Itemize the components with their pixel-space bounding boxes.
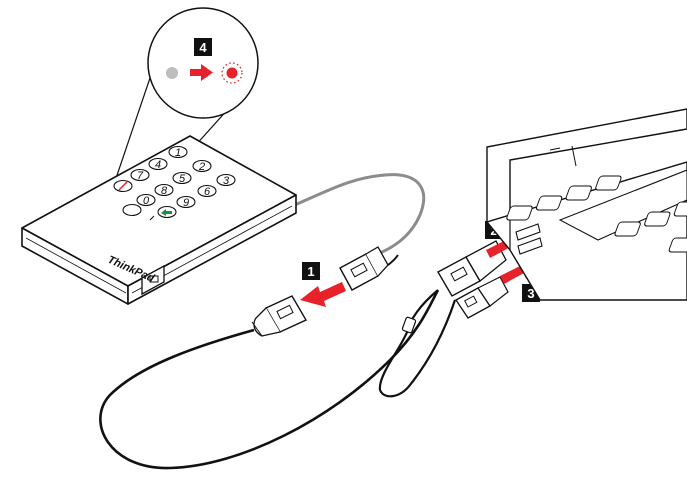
step-4-number: 4: [199, 40, 207, 55]
keypad-key-1: 1: [168, 145, 188, 159]
keypad-key-8: 8: [154, 183, 174, 197]
keypad-key-4: 4: [148, 157, 168, 171]
svg-text:6: 6: [204, 186, 211, 198]
keypad-key-unlock: [157, 205, 177, 219]
step-1-arrow-icon: [300, 282, 346, 307]
usb-port-slot: [141, 264, 165, 296]
cable-ferrite-icon: [401, 316, 417, 334]
led-callout: 4: [111, 7, 259, 197]
keypad-key-mark-icon: [149, 215, 155, 221]
svg-text:1: 1: [175, 147, 181, 159]
keypad-key-lock: [113, 179, 133, 193]
keypad-key-9: 9: [176, 195, 196, 209]
y-cable-loop: [99, 289, 440, 470]
step-1-badge: 1: [302, 262, 320, 280]
svg-text:2: 2: [198, 161, 205, 173]
laptop-keyboard: [506, 169, 687, 253]
keypad-key-led: [122, 203, 142, 217]
usb-plug-aux: [455, 276, 509, 319]
usb-female-connector: [251, 295, 307, 337]
laptop: [485, 108, 687, 301]
red-arrow-icon: [190, 64, 213, 81]
hard-drive: ThinkPad 1 4 7 2: [21, 135, 297, 305]
led-on-icon: [221, 62, 243, 84]
svg-text:8: 8: [161, 185, 168, 197]
svg-text:9: 9: [183, 197, 189, 209]
led-off-icon: [166, 67, 178, 79]
mini-connector: [339, 246, 399, 291]
laptop-usb-port-lower: [517, 237, 543, 255]
keypad: 1 4 7 2 5 8 0: [113, 145, 236, 221]
step-3-number: 3: [527, 286, 534, 301]
svg-text:3: 3: [223, 175, 230, 187]
svg-text:7: 7: [137, 170, 144, 182]
svg-text:5: 5: [179, 173, 186, 185]
svg-text:0: 0: [143, 195, 150, 207]
step-1-number: 1: [307, 264, 314, 279]
keypad-key-0: 0: [136, 193, 156, 207]
step-4-badge: 4: [194, 38, 212, 56]
keypad-key-2: 2: [192, 159, 212, 173]
keypad-key-7: 7: [130, 168, 150, 182]
laptop-usb-port-upper: [515, 223, 541, 241]
keypad-key-5: 5: [172, 171, 192, 185]
y-cable-branch: [378, 289, 457, 398]
svg-text:4: 4: [155, 159, 161, 171]
keypad-key-3: 3: [216, 173, 236, 187]
keypad-key-6: 6: [197, 184, 217, 198]
drive-cable: [289, 173, 426, 258]
